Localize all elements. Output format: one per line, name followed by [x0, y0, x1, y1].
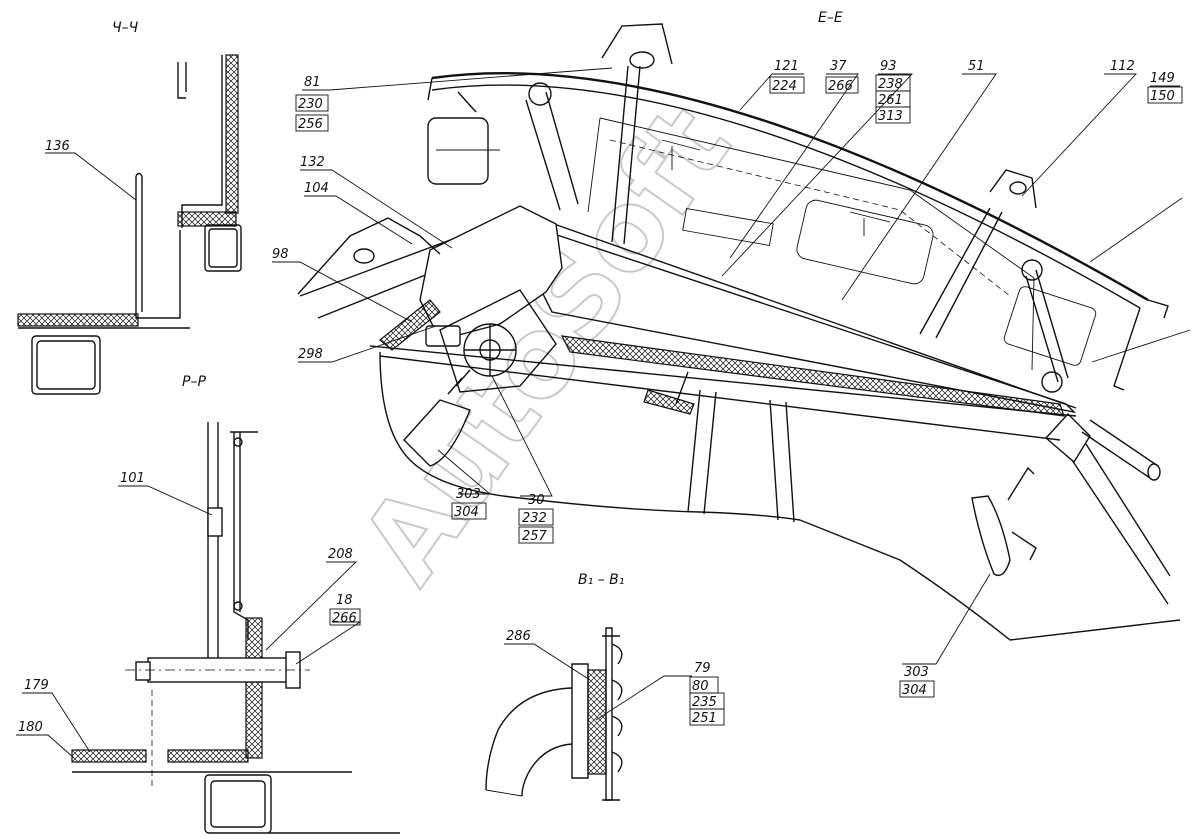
label-98: 98: [272, 247, 289, 262]
label-112: 112: [1110, 59, 1135, 74]
label-266-b: 266: [828, 79, 853, 94]
section-b1-b1: В₁ – В₁ 286 79 80 235 251: [485, 572, 725, 801]
section-title-pp: Р–Р: [182, 374, 206, 390]
label-303-b: 303: [904, 665, 929, 680]
label-303-a: 303: [456, 487, 481, 502]
label-286: 286: [506, 629, 531, 644]
label-230: 230: [298, 97, 323, 112]
label-37: 37: [830, 59, 847, 74]
label-136: 136: [45, 139, 70, 154]
label-150: 150: [1150, 89, 1175, 104]
label-104: 104: [304, 181, 329, 196]
label-80: 80: [692, 679, 709, 694]
label-261: 261: [878, 93, 903, 108]
label-257: 257: [522, 529, 548, 544]
label-224: 224: [772, 79, 797, 94]
section-title-ch: Ч–Ч: [112, 20, 139, 36]
label-304-b: 304: [902, 683, 927, 698]
label-30: 30: [528, 493, 545, 508]
label-208: 208: [328, 547, 353, 562]
label-298: 298: [298, 347, 323, 362]
label-18: 18: [336, 593, 353, 608]
label-180: 180: [18, 720, 43, 735]
label-132: 132: [300, 155, 325, 170]
label-179: 179: [24, 678, 49, 693]
label-238: 238: [878, 77, 903, 92]
label-256: 256: [298, 117, 323, 132]
label-93: 93: [880, 59, 897, 74]
label-51: 51: [968, 59, 985, 74]
label-81: 81: [304, 75, 321, 90]
label-251: 251: [692, 711, 717, 726]
label-101: 101: [120, 471, 145, 486]
section-e-e: Е–Е: [272, 10, 1191, 698]
label-266-a: 266: [332, 611, 357, 626]
section-ch-ch: Ч–Ч 136: [17, 20, 242, 395]
label-232: 232: [522, 511, 547, 526]
label-121: 121: [774, 59, 799, 74]
section-title-ee: Е–Е: [818, 10, 843, 26]
section-p-p: Р–Р 101 208 18 266 179: [16, 374, 400, 834]
label-149: 149: [1150, 71, 1175, 86]
section-title-b1: В₁ – В₁: [578, 572, 624, 588]
label-235: 235: [692, 695, 717, 710]
label-313: 313: [878, 109, 903, 124]
label-304-a: 304: [454, 505, 479, 520]
label-79: 79: [694, 661, 711, 676]
